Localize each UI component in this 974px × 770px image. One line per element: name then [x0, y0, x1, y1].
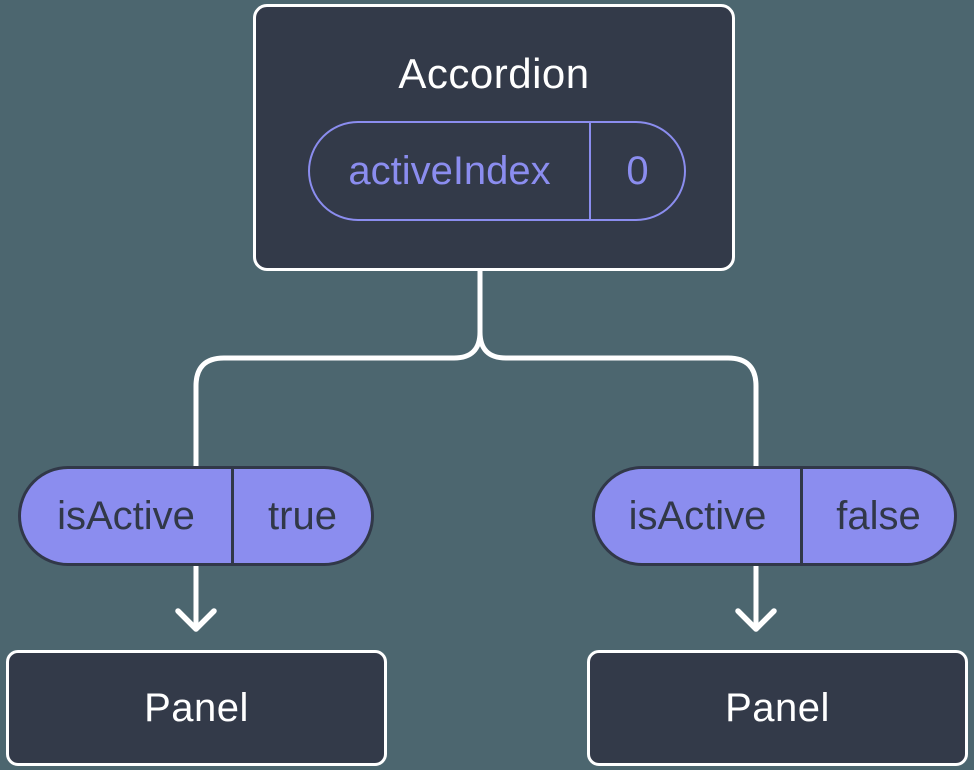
node-panel-left: Panel — [6, 650, 387, 766]
arrow-head-right-icon — [735, 608, 777, 632]
node-accordion: Accordion activeIndex 0 — [253, 4, 735, 271]
panel-label: Panel — [725, 685, 830, 730]
state-pill-activeindex: activeIndex 0 — [308, 121, 686, 221]
connector-root-to-right-panel — [477, 266, 759, 630]
panel-label: Panel — [144, 685, 249, 730]
prop-key: isActive — [595, 469, 803, 563]
prop-value: true — [268, 493, 337, 538]
prop-value: false — [836, 493, 921, 538]
state-key: activeIndex — [310, 123, 591, 219]
accordion-label: Accordion — [398, 50, 590, 97]
prop-pill-isactive-false: isActive false — [592, 466, 957, 566]
connector-root-to-left-panel — [193, 266, 483, 630]
prop-pill-isactive-true: isActive true — [18, 466, 374, 566]
prop-key: isActive — [21, 469, 234, 563]
state-value: 0 — [626, 148, 649, 193]
node-panel-right: Panel — [587, 650, 968, 766]
arrow-head-left-icon — [175, 608, 217, 632]
